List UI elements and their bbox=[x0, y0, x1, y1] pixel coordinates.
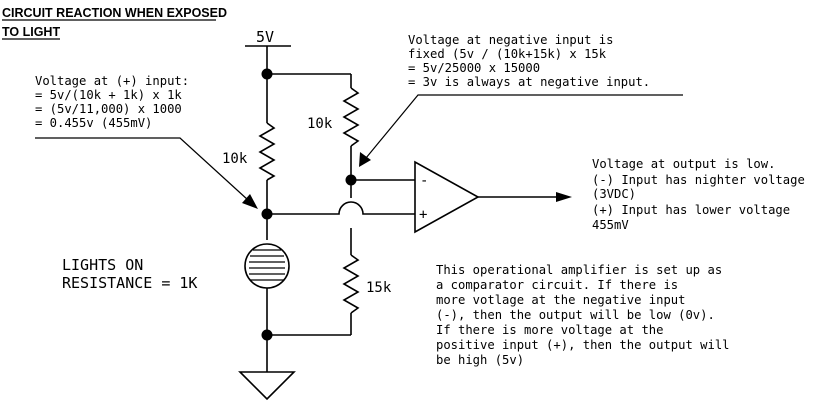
note-line: (-), then the output will be low (0v). bbox=[436, 308, 715, 322]
title-line-1: CIRCUIT REACTION WHEN EXPOSED bbox=[2, 6, 227, 20]
resistor-right-top-label: 10k bbox=[307, 116, 333, 132]
note-line: = 5v/(10k + 1k) x 1k bbox=[35, 88, 182, 102]
wire-to-plus-input-with-hop bbox=[267, 201, 415, 215]
positive-input-note: Voltage at (+) input: = 5v/(10k + 1k) x … bbox=[35, 74, 189, 130]
note-line: = 0.455v (455mV) bbox=[35, 116, 152, 130]
ground-symbol bbox=[238, 371, 296, 401]
resistor-right-bottom bbox=[342, 254, 360, 314]
note-line: This operational amplifier is set up as bbox=[436, 263, 722, 277]
note-line: Voltage at (+) input: bbox=[35, 74, 189, 88]
positive-note-arrow-icon bbox=[242, 194, 258, 209]
junction-dot bbox=[345, 174, 357, 186]
junction-dot bbox=[261, 329, 273, 341]
positive-note-leader bbox=[35, 137, 249, 201]
lights-on-note: LIGHTS ON RESISTANCE = 1K bbox=[62, 256, 197, 292]
note-line: be high (5v) bbox=[436, 353, 524, 367]
negative-input-note: Voltage at negative input is fixed (5v /… bbox=[408, 33, 650, 89]
op-amp: - + bbox=[414, 160, 480, 234]
note-line: RESISTANCE = 1K bbox=[62, 274, 197, 292]
note-line: 455mV bbox=[592, 218, 629, 232]
op-amp-minus-label: - bbox=[420, 173, 428, 189]
note-line: more votlage at the negative input bbox=[436, 293, 685, 307]
note-line: (-) Input has nighter voltage bbox=[592, 173, 805, 187]
output-note: Voltage at output is low. (-) Input has … bbox=[592, 157, 805, 232]
note-line: = 3v is always at negative input. bbox=[408, 75, 650, 89]
photoresistor bbox=[244, 243, 290, 289]
note-line: Voltage at output is low. bbox=[592, 157, 775, 171]
supply-label: 5V bbox=[256, 28, 274, 46]
resistor-left-top-label: 10k bbox=[222, 151, 248, 167]
note-line: = 5v/25000 x 15000 bbox=[408, 61, 540, 75]
op-amp-plus-label: + bbox=[419, 207, 427, 223]
comparator-note: This operational amplifier is set up as … bbox=[436, 263, 730, 367]
junction-dot bbox=[261, 68, 273, 80]
title-line-2: TO LIGHT bbox=[2, 25, 60, 39]
negative-note-arrow-icon bbox=[359, 152, 371, 167]
note-line: positive input (+), then the output will bbox=[436, 338, 730, 352]
supply-rail: 5V bbox=[245, 28, 352, 88]
note-line: = (5v/11,000) x 1000 bbox=[35, 102, 182, 116]
resistor-right-top bbox=[342, 87, 360, 147]
note-line: (3VDC) bbox=[592, 187, 636, 201]
note-line: LIGHTS ON bbox=[62, 256, 143, 274]
note-line: (+) Input has lower voltage bbox=[592, 203, 790, 217]
note-line: a comparator circuit. If there is bbox=[436, 278, 678, 292]
ldr-body bbox=[244, 243, 290, 289]
note-line: Voltage at negative input is bbox=[408, 33, 613, 47]
note-line: If there is more voltage at the bbox=[436, 323, 663, 337]
junction-dot bbox=[261, 208, 273, 220]
op-amp-triangle bbox=[414, 160, 480, 234]
note-line: fixed (5v / (10k+15k) x 15k bbox=[408, 47, 607, 61]
output-arrow-icon bbox=[556, 192, 572, 202]
diagram-title: CIRCUIT REACTION WHEN EXPOSED TO LIGHT bbox=[2, 6, 227, 40]
negative-note-leader bbox=[365, 94, 683, 159]
resistor-left-top bbox=[258, 122, 276, 181]
resistor-right-bottom-label: 15k bbox=[366, 280, 392, 296]
